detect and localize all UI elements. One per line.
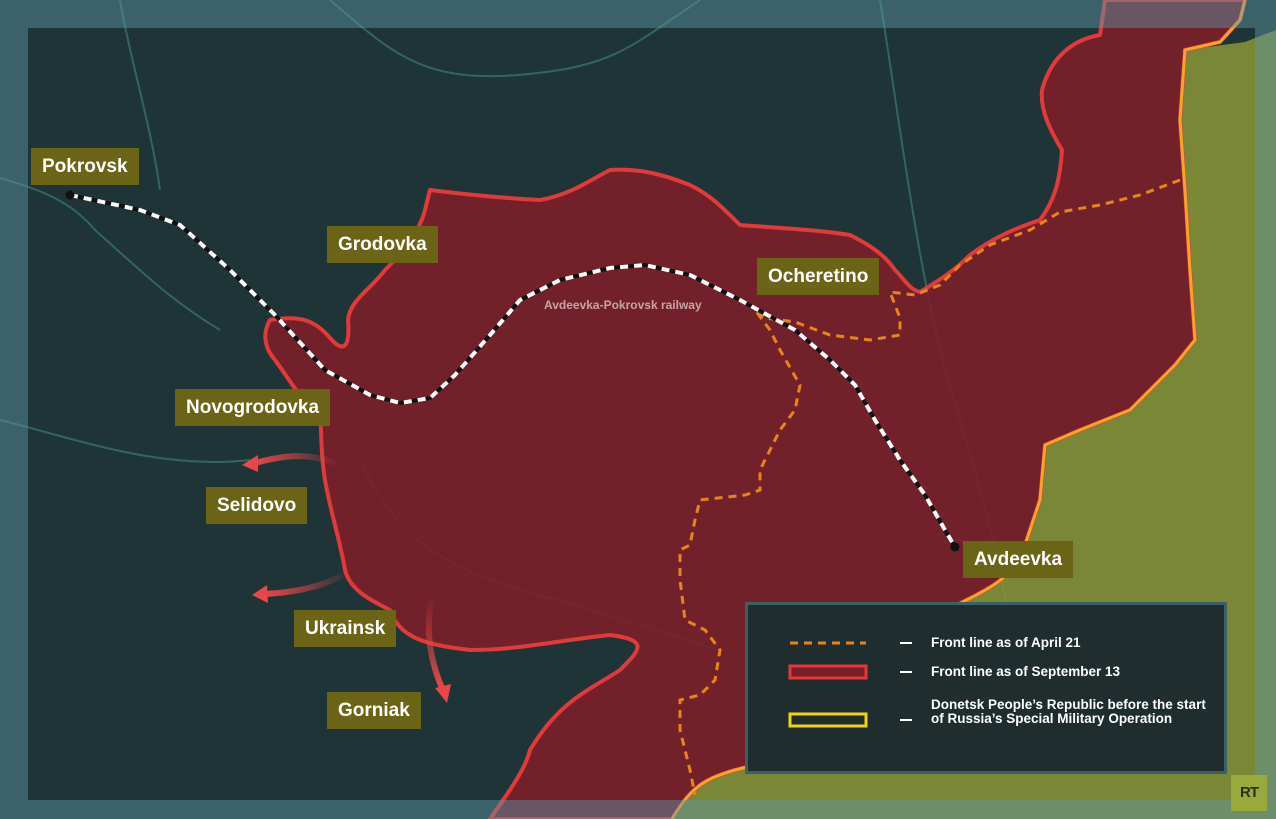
label-novogrodovka: Novogrodovka (175, 389, 331, 426)
label-ocheretino: Ocheretino (757, 258, 880, 295)
pokrovsk-marker (65, 190, 75, 200)
legend: Front line as of April 21 Front line as … (745, 602, 1227, 774)
legend-text-september-13: Front line as of September 13 (931, 664, 1121, 679)
label-ukrainsk: Ukrainsk (294, 610, 397, 647)
rt-logo: RT (1231, 775, 1267, 811)
label-gorniak: Gorniak (327, 692, 421, 729)
legend-dash (900, 719, 912, 721)
yellow-outlined-box-icon (788, 712, 868, 728)
legend-text-april-21: Front line as of April 21 (931, 635, 1081, 650)
orange-dashed-line-icon (790, 641, 866, 645)
legend-dash (900, 671, 912, 673)
arrow-gorniak-head (435, 684, 451, 703)
advance-arrows (242, 453, 451, 703)
avdeevka-marker (950, 542, 960, 552)
railway-line-dash (69, 193, 957, 549)
label-grodovka: Grodovka (327, 226, 438, 263)
railway-label: Avdeevka-Pokrovsk railway (544, 298, 702, 312)
arrow-ukrainsk (264, 567, 352, 597)
arrow-gorniak (425, 596, 445, 690)
label-selidovo: Selidovo (206, 487, 308, 524)
arrow-selidovo-head (242, 455, 258, 472)
label-pokrovsk: Pokrovsk (31, 148, 139, 185)
arrow-selidovo (254, 453, 342, 468)
legend-text-dpr: Donetsk People’s Republic before the sta… (931, 697, 1206, 726)
label-avdeevka: Avdeevka (963, 541, 1074, 578)
arrow-ukrainsk-head (252, 585, 268, 603)
red-outlined-box-icon (788, 664, 868, 680)
legend-dash (900, 642, 912, 644)
front-line-april-21 (678, 178, 1181, 796)
